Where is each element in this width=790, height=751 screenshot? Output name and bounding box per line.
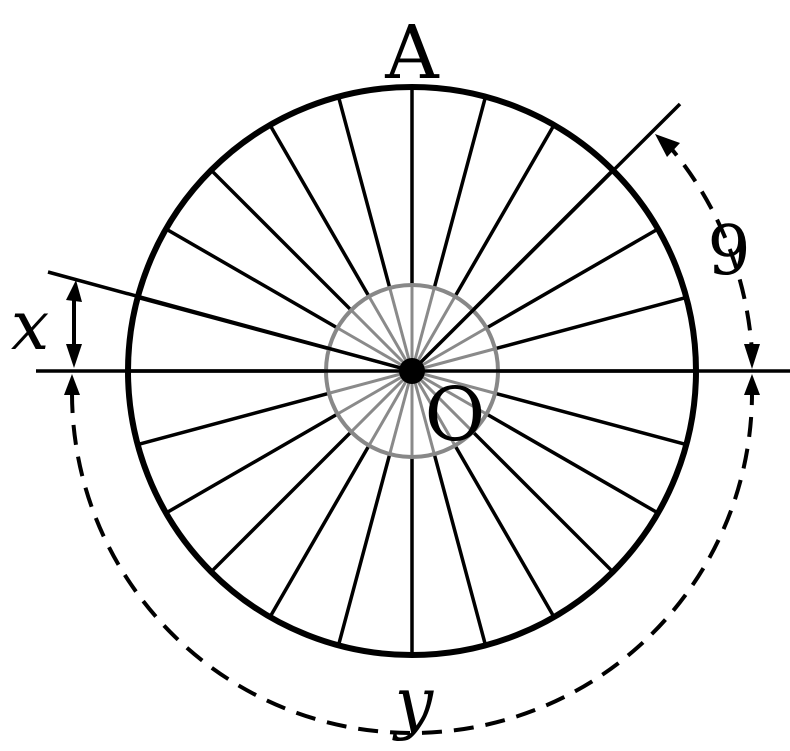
arc-x-arrowhead-bottom [66, 344, 82, 368]
spoke-12 [432, 453, 488, 646]
label-arc-y: y [392, 664, 435, 743]
spoke-5 [485, 227, 659, 330]
inner-spoke-5 [411, 326, 488, 373]
inner-spoke-24 [388, 287, 414, 372]
arc-9-dashed [662, 138, 754, 353]
inner-spoke-21 [336, 326, 413, 373]
inner-spoke-9 [411, 369, 488, 416]
spoke-23 [268, 124, 371, 298]
spoke-24 [336, 96, 392, 289]
spoke-15 [268, 444, 371, 618]
arc-y-arrowhead-left [64, 374, 80, 395]
inner-spoke-22 [350, 309, 414, 373]
spoke-17 [165, 412, 339, 515]
spoke-2 [432, 96, 488, 289]
center-hub [399, 358, 425, 384]
inner-spoke-10 [410, 369, 474, 433]
inner-spoke-14 [388, 370, 414, 455]
spoke-6 [494, 295, 687, 351]
spoke-11 [453, 444, 556, 618]
label-arc-x: x [11, 287, 49, 366]
arc-9-arrowhead-bottom [744, 344, 760, 369]
inner-spoke-23 [367, 295, 414, 372]
inner-spoke-6 [411, 347, 496, 373]
spoke-22 [209, 168, 353, 312]
spokes-group [128, 87, 696, 655]
inner-spoke-18 [328, 369, 413, 395]
label-point-o: O [425, 372, 486, 458]
inner-spoke-2 [410, 287, 436, 372]
spoke-3 [453, 124, 556, 298]
inner-spoke-16 [350, 369, 414, 433]
inner-spoke-17 [336, 369, 413, 416]
spoke-18 [137, 391, 330, 447]
arc-x-arrowhead-top [66, 280, 82, 302]
spoke-8 [494, 391, 687, 447]
inner-spoke-8 [411, 369, 496, 395]
inner-spoke-12 [410, 370, 436, 455]
inner-spoke-15 [367, 370, 414, 447]
spoke-16 [209, 430, 353, 574]
rotated-line-left [47, 270, 413, 373]
spoke-10 [471, 430, 615, 574]
spoke-21 [165, 227, 339, 330]
arc-y-dashed [70, 392, 754, 735]
inner-spoke-11 [410, 370, 457, 447]
label-arc-9: 9 [707, 212, 750, 291]
arc-y-arrowhead-right [744, 374, 760, 395]
label-point-a: A [384, 10, 440, 96]
rotated-line-right [410, 102, 682, 373]
inner-spoke-3 [410, 295, 457, 372]
arc-9-arrowhead-top [655, 134, 680, 157]
spoke-14 [336, 453, 392, 646]
spoke-9 [485, 412, 659, 515]
